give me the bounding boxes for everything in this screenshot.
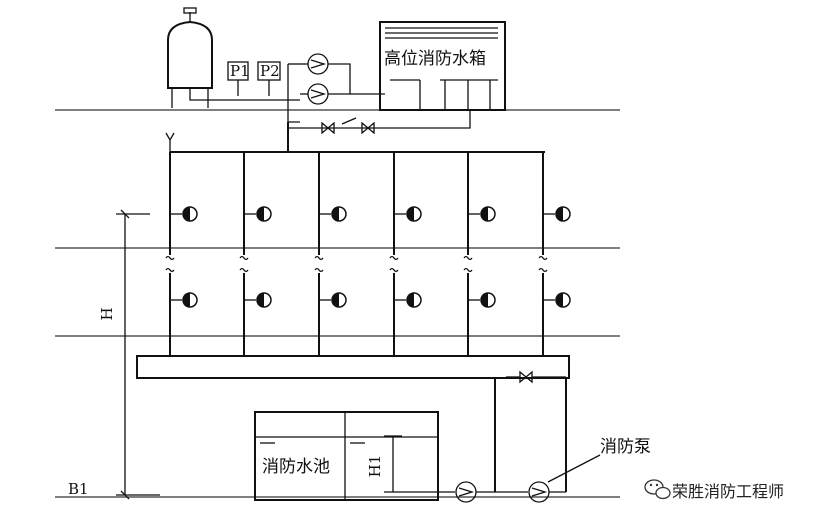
pressure-switch-p1: P1 (227, 61, 250, 96)
watermark: 荣胜消防工程师 (644, 479, 784, 501)
booster-pump-group (287, 53, 385, 123)
pool-label: 消防水池 (262, 457, 330, 477)
height-dimension-h1: H1 (366, 435, 402, 493)
level-b1-label: B1 (68, 480, 89, 498)
p2-label: P2 (260, 62, 280, 80)
exhaust-valve (165, 132, 175, 152)
fire-water-pool: 消防水池 (254, 411, 439, 501)
wechat-icon (644, 479, 671, 500)
watermark-text: 荣胜消防工程师 (672, 482, 784, 501)
tank-outlet-valves (288, 110, 471, 135)
p1-label: P1 (230, 62, 250, 80)
pressure-tank (167, 7, 300, 108)
fire-pump-group: 消防泵 (402, 370, 651, 503)
height-h1-label: H1 (366, 455, 384, 478)
riser-group (165, 152, 571, 356)
pump-label: 消防泵 (600, 437, 651, 457)
bottom-ring-main (136, 355, 570, 379)
height-dimension-h: H B1 (68, 209, 160, 500)
high-level-fire-tank: 高位消防水箱 (379, 21, 506, 111)
high-tank-label: 高位消防水箱 (384, 49, 486, 69)
pressure-switch-p2: P2 (257, 61, 281, 96)
height-h-label: H (98, 307, 116, 320)
